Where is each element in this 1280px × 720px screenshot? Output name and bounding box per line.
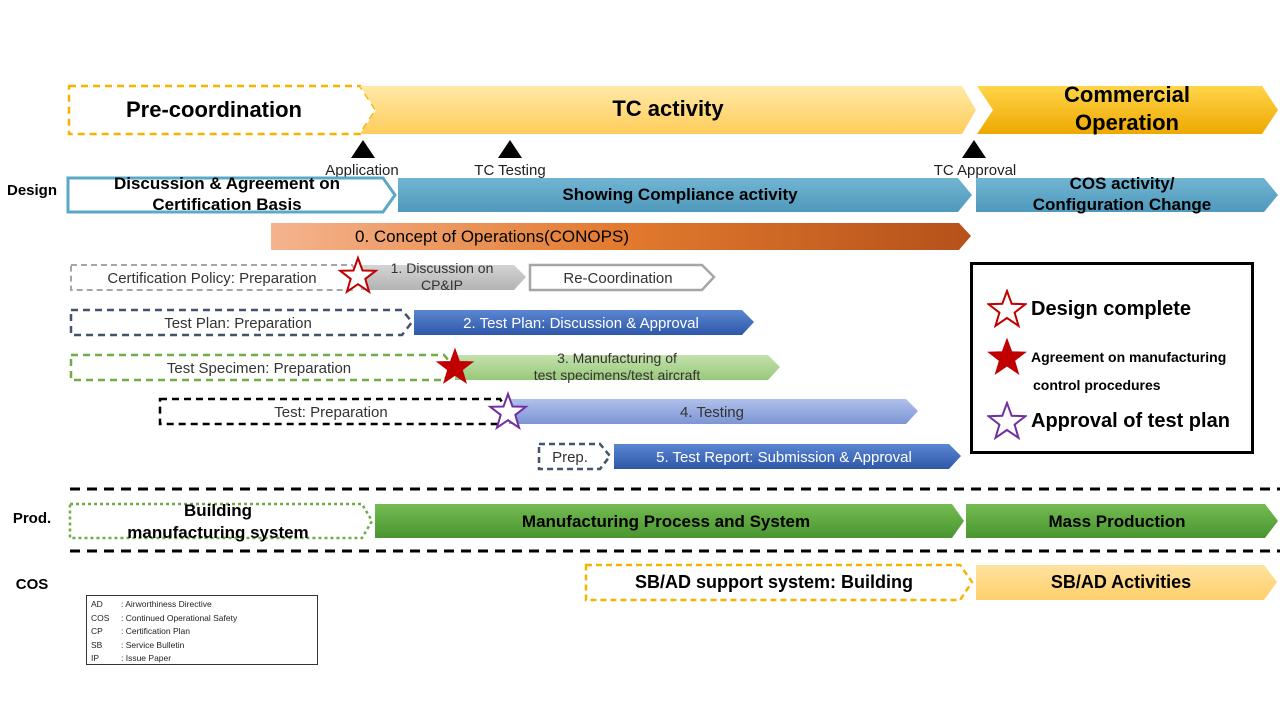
tc-approval-milestone-icon [962,140,986,158]
legend-design-complete: Design complete [987,289,1191,329]
design-complete-star-icon [337,255,379,295]
conops-label: 0. Concept of Operations(CONOPS) [355,227,629,246]
agreement-legend-star-icon [987,337,1027,375]
abbreviation-key: SB [91,639,103,650]
prep-label: Prep. [552,449,588,466]
abbreviation-key: AD [91,599,103,609]
row-label-prod: Prod. [13,510,51,527]
phase-pre-coordination: Pre-coordination [126,97,302,122]
test-plan-approval-label: 2. Test Plan: Discussion & Approval [463,315,699,332]
cos-activity-line2: Configuration Change [1033,195,1211,214]
sbad-activities-arrow [976,565,1277,600]
legend-box: Design complete Agreement on manufacturi… [970,262,1254,454]
phase-commercial-line2: Operation [1075,110,1179,135]
abbreviation-key: IP [91,653,100,663]
abbreviation-value: : Issue Paper [121,653,172,663]
building-line1: Building [184,501,252,520]
abbreviation-key: CP [91,626,103,636]
showing-compliance-label: Showing Compliance activity [562,185,798,204]
abbreviation-value: : Airworthiness Directive [121,599,212,609]
cos-activity-arrow [976,178,1278,212]
row-label-cos: COS [16,576,49,593]
test-report-label: 5. Test Report: Submission & Approval [656,449,912,466]
abbreviation-row: SB : Service Bulletin [91,639,313,653]
abbreviation-row: CP : Certification Plan [91,625,313,639]
re-coordination-label: Re-Coordination [563,270,672,287]
abbreviation-row: COS : Continued Operational Safety [91,612,313,626]
discussion-cp-line1: 1. Discussion on [391,260,494,276]
phase-tc-activity: TC activity [612,96,724,121]
manufacturing-process-arrow [375,504,964,538]
approval-test-plan-legend-star-icon [987,401,1027,441]
abbreviation-value: : Continued Operational Safety [121,612,238,623]
discussion-cp-ip-arrow [361,265,526,290]
approval-test-plan-star-icon [487,391,529,431]
legend-design-complete-label: Design complete [1031,297,1192,320]
discussion-line2: Certification Basis [152,195,301,214]
test-report-arrow [614,444,961,469]
showing-compliance-arrow [398,178,972,212]
test-plan-prep-label: Test Plan: Preparation [164,315,312,332]
building-line2: manufacturing system [127,523,308,542]
manufacturing-process-label: Manufacturing Process and System [522,512,810,531]
milestone-tc-testing: TC Testing [474,162,545,179]
design-complete-legend-star-icon [987,289,1027,329]
testing-label: 4. Testing [680,404,744,421]
abbreviation-row: AD : Airworthiness Directive [91,598,313,612]
milestone-tc-approval: TC Approval [934,162,1017,179]
manufacturing-specimens-arrow [455,355,780,380]
mass-production-arrow [966,504,1278,538]
cos-activity-line1: COS activity/ [1070,174,1175,193]
test-plan-approval-arrow [414,310,754,335]
legend-agreement: Agreement on manufacturing [987,337,1226,377]
tc-testing-milestone-icon [498,140,522,158]
building-manufacturing-system-arrow [68,502,374,540]
application-milestone-icon [351,140,375,158]
conops-arrow [271,223,971,250]
prep-arrow [537,442,612,471]
manufacturing-line2: test specimens/test aircraft [534,367,701,383]
cert-policy-prep-label: Certification Policy: Preparation [107,270,316,287]
abbreviation-box: AD : Airworthiness Directive COS : Continu… [86,595,318,665]
pre-coordination-arrow [67,84,378,136]
manufacturing-line1: 3. Manufacturing of [557,350,677,366]
sbad-building-arrow [584,563,974,602]
re-coordination-arrow [528,263,716,292]
sbad-building-label: SB/AD support system: Building [635,572,913,592]
phase-commercial-line1: Commercial [1064,82,1190,107]
sbad-activities-label: SB/AD Activities [1051,572,1191,592]
test-specimen-prep-label: Test Specimen: Preparation [167,360,351,377]
abbreviation-key: COS [91,612,110,623]
agreement-star-icon [435,347,475,384]
discussion-cp-line2: CP&IP [421,277,463,293]
legend-approval-test-plan-label: Approval of test plan [1031,409,1230,432]
milestone-application: Application [325,162,398,179]
test-plan-prep-arrow [69,308,414,337]
discussion-line1: Discussion & Agreement on [114,174,340,193]
legend-agreement-line1: Agreement on manufacturing [1031,349,1227,365]
commercial-operation-arrow [977,86,1278,134]
testing-arrow [509,399,918,424]
legend-agreement-line2: control procedures [1033,377,1161,393]
discussion-certification-basis-arrow [66,176,397,214]
tc-activity-arrow [360,86,976,134]
mass-production-label: Mass Production [1049,512,1186,531]
abbreviation-row: IP : Issue Paper [91,652,313,666]
legend-approval-test-plan: Approval of test plan [987,401,1230,441]
row-label-design: Design [7,182,57,199]
test-prep-label: Test: Preparation [274,404,387,421]
abbreviation-value: : Service Bulletin [121,639,185,650]
abbreviation-value: : Certification Plan [121,626,190,636]
